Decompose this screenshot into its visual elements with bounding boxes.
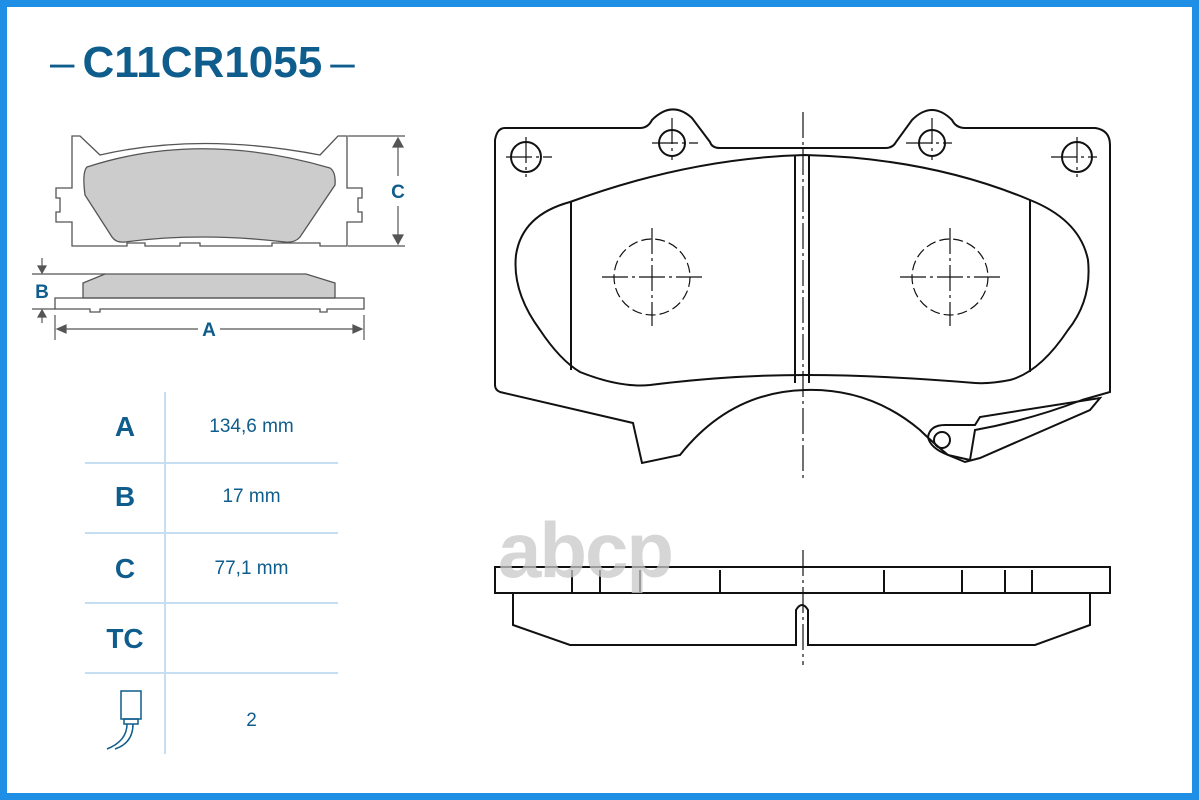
watermark: abcp bbox=[498, 506, 674, 594]
row-separator bbox=[85, 602, 338, 604]
side-view bbox=[494, 566, 1111, 646]
spec-value: 2 bbox=[246, 710, 257, 731]
backplate-side-view bbox=[54, 297, 365, 313]
backplate-top-view bbox=[55, 135, 363, 247]
wear-sensor-clip bbox=[926, 396, 1103, 464]
table-row: TC bbox=[85, 604, 338, 674]
friction-top-view bbox=[83, 148, 336, 243]
spec-value: 77,1 mm bbox=[214, 558, 289, 579]
spec-label: A bbox=[114, 411, 136, 442]
spec-value bbox=[165, 604, 338, 674]
part-number-title: –C11CR1055– bbox=[42, 38, 363, 88]
dim-label-c: C bbox=[391, 182, 405, 203]
table-row: 2 bbox=[85, 686, 338, 756]
table-row: B 17 mm bbox=[85, 462, 338, 532]
table-divider bbox=[164, 392, 166, 754]
spec-label: TC bbox=[106, 623, 144, 654]
dim-label-b: B bbox=[35, 282, 49, 303]
row-separator bbox=[85, 532, 338, 534]
dim-label-a: A bbox=[202, 320, 216, 341]
main-pad-drawing bbox=[494, 108, 1111, 465]
title-dash-right: – bbox=[330, 38, 355, 87]
part-number: C11CR1055 bbox=[82, 38, 323, 87]
friction-front bbox=[514, 153, 1090, 387]
table-row: A 134,6 mm bbox=[85, 392, 338, 462]
spec-value: 134,6 mm bbox=[209, 416, 294, 437]
row-separator bbox=[85, 462, 338, 464]
title-dash-left: – bbox=[50, 38, 75, 87]
friction-side-view bbox=[82, 273, 336, 299]
wear-sensor-icon bbox=[85, 686, 165, 756]
spec-value: 17 mm bbox=[222, 486, 281, 507]
row-separator bbox=[85, 672, 338, 674]
spec-label: B bbox=[114, 481, 136, 512]
table-row: C 77,1 mm bbox=[85, 534, 338, 604]
spec-label: C bbox=[114, 553, 136, 584]
